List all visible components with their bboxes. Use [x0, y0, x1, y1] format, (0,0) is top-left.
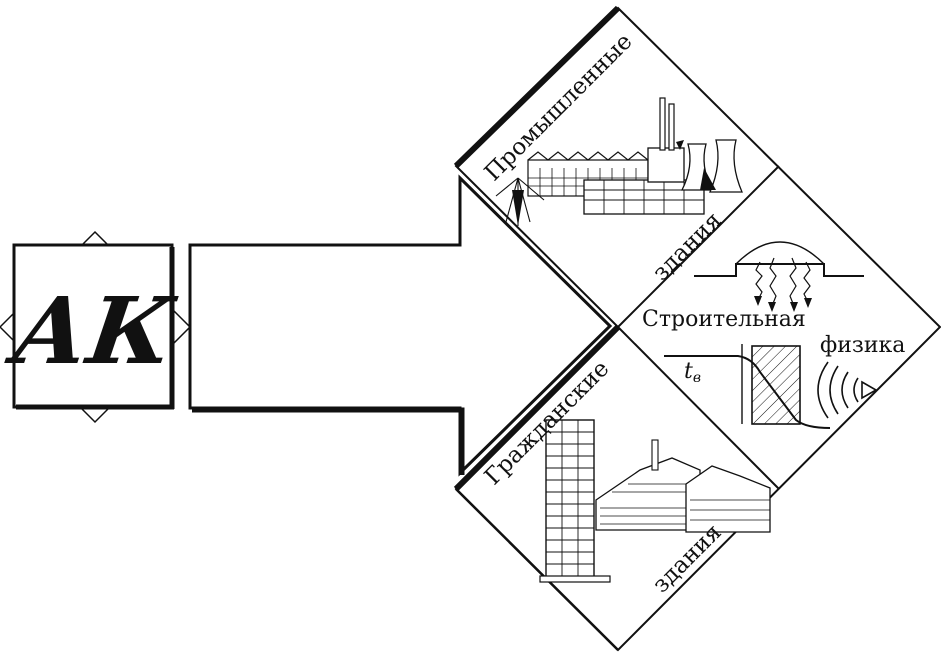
physics-symbol-t: t [684, 359, 693, 384]
logo-square [12, 243, 174, 409]
logo-letters: АК [1, 276, 183, 384]
logo: АК [0, 230, 192, 424]
industrial-buildings-illustration [495, 97, 743, 226]
physics-label-line1: Строительная [642, 307, 806, 332]
divider-top [617, 165, 780, 328]
physics-symbol: tв [684, 359, 701, 386]
civil-buildings-illustration [539, 419, 771, 583]
divider-bottom [617, 326, 780, 490]
building-physics-illustration [664, 241, 878, 429]
physics-label-line2: физика [820, 333, 905, 358]
physics-symbol-sub: в [693, 370, 701, 386]
